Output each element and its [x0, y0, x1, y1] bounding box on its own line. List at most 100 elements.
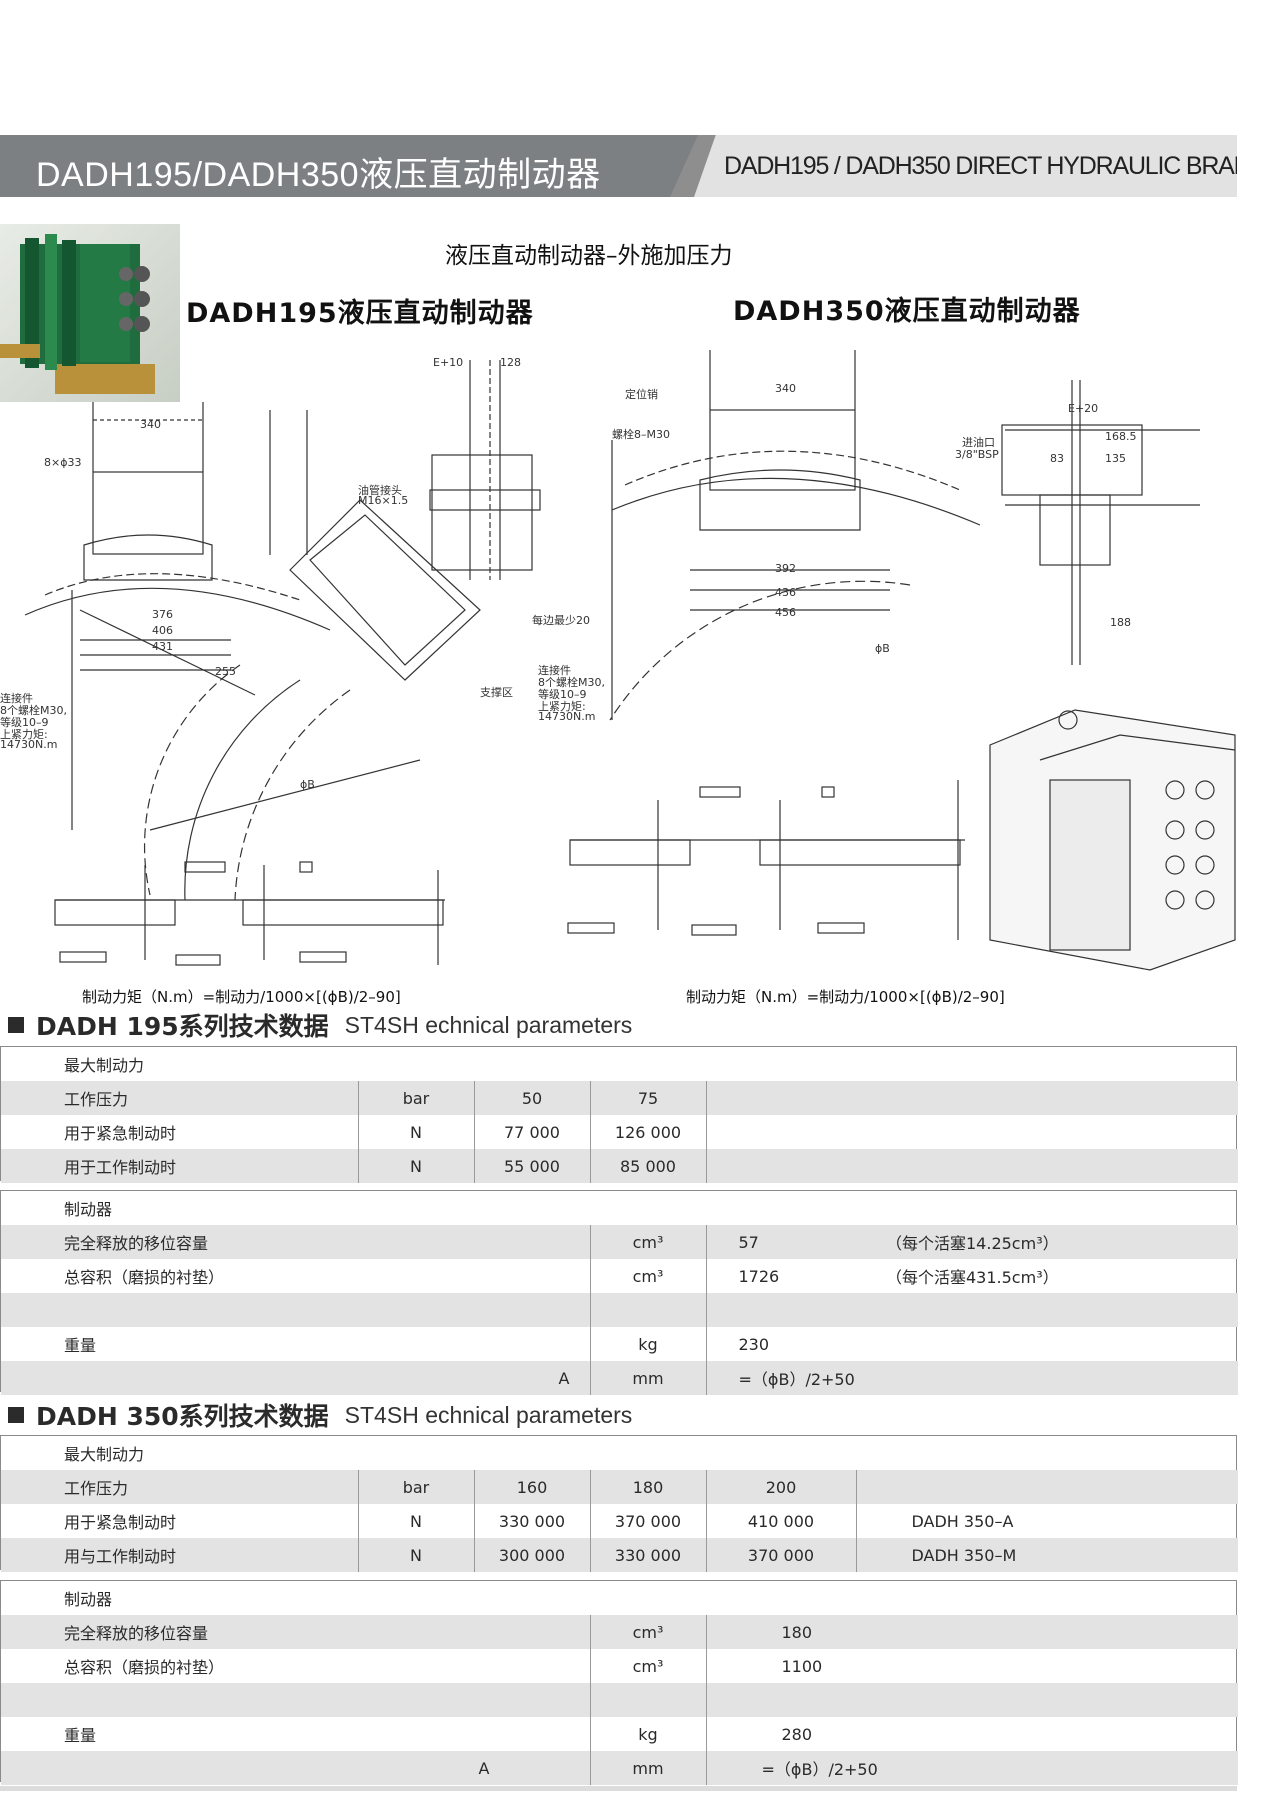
row-label: 完全释放的移位容量	[1, 1225, 591, 1259]
table-row: 用与工作制动时 N 300 000 330 000 370 000 DADH 3…	[1, 1538, 1238, 1572]
page-title: DADH195/DADH350液压直动制动器	[36, 156, 601, 194]
table-row: 制动器	[1, 1191, 1238, 1225]
row-label	[1, 1683, 591, 1717]
dadh195-angled-view	[289, 499, 481, 681]
section-title-cn: DADH 350系列技术数据	[36, 1402, 329, 1431]
row-value: 370 000	[706, 1538, 857, 1572]
footer-divider	[0, 1786, 1237, 1791]
row-value: =（ϕB）/2+50	[706, 1361, 886, 1395]
table-row: 重量 kg 230	[1, 1327, 1238, 1361]
row-model: DADH 350–M	[856, 1538, 1238, 1572]
table-title: 最大制动力	[64, 1445, 145, 1464]
torque-formula-left: 制动力矩（N.m）=制动力/1000×[(ϕB)/2–90]	[82, 988, 401, 1006]
dadh195-force-table: 最大制动力 工作压力 bar 50 75 用于紧急制动时 N 77 000 12…	[1, 1047, 1238, 1183]
row-label: 用于紧急制动时	[1, 1115, 359, 1149]
table-row	[1, 1293, 1238, 1327]
section-title-en: ST4SH echnical parameters	[344, 1011, 633, 1038]
row-label: 工作压力	[1, 1470, 359, 1504]
row-label: 用与工作制动时	[1, 1538, 359, 1572]
section-title-cn: DADH 195系列技术数据	[36, 1012, 329, 1041]
table-row: 用于紧急制动时 N 77 000 126 000	[1, 1115, 1238, 1149]
row-label: A	[1, 1751, 591, 1785]
dadh350-section-heading: DADH 350系列技术数据 ST4SH echnical parameters	[8, 1398, 632, 1432]
row-empty	[706, 1149, 1238, 1183]
row-label: 完全释放的移位容量	[1, 1615, 591, 1649]
table-row: 最大制动力	[1, 1047, 1238, 1081]
dadh195-front-view	[24, 402, 421, 901]
row-value: 410 000	[706, 1504, 857, 1538]
dadh350-brake-table: 制动器 完全释放的移位容量 cm³ 180 总容积（磨损的衬垫） cm³ 110…	[1, 1581, 1238, 1785]
dadh350-detail-view	[567, 780, 965, 940]
row-value: 55 000	[474, 1149, 591, 1183]
page-subtitle: DADH195 / DADH350 DIRECT HYDRAULIC BRAKE	[724, 152, 1265, 180]
dadh195-section-heading: DADH 195系列技术数据 ST4SH echnical parameters	[8, 1008, 632, 1042]
row-value: 160	[474, 1470, 591, 1504]
row-unit: cm³	[590, 1259, 707, 1293]
dadh195-force-table-box: 最大制动力 工作压力 bar 50 75 用于紧急制动时 N 77 000 12…	[0, 1046, 1238, 1183]
right-caption: DADH350液压直动制动器	[733, 296, 1081, 327]
table-title: 制动器	[64, 1590, 113, 1609]
dadh350-brake-table-box: 制动器 完全释放的移位容量 cm³ 180 总容积（磨损的衬垫） cm³ 110…	[0, 1580, 1238, 1785]
row-unit: N	[358, 1115, 475, 1149]
row-value: 200	[706, 1470, 857, 1504]
row-value: 57	[706, 1225, 886, 1259]
row-value: 180	[706, 1615, 1238, 1649]
row-unit: cm³	[590, 1649, 707, 1683]
row-value: 330 000	[590, 1538, 707, 1572]
row-value: 126 000	[590, 1115, 707, 1149]
title-panel: DADH195/DADH350液压直动制动器	[0, 135, 698, 197]
dadh350-force-table-box: 最大制动力 工作压力 bar 160 180 200 用于紧急制动时 N 330…	[0, 1435, 1238, 1572]
row-value: 330 000	[474, 1504, 591, 1538]
table-row: 用于紧急制动时 N 330 000 370 000 410 000 DADH 3…	[1, 1504, 1238, 1538]
row-value	[706, 1683, 1238, 1717]
row-unit: bar	[358, 1081, 475, 1115]
row-unit: bar	[358, 1470, 475, 1504]
row-label: 工作压力	[1, 1081, 359, 1115]
dadh350-front-view	[609, 350, 981, 721]
table-row: 工作压力 bar 160 180 200	[1, 1470, 1238, 1504]
table-title: 制动器	[64, 1200, 113, 1219]
row-unit: kg	[590, 1327, 707, 1361]
row-unit: N	[358, 1538, 475, 1572]
row-empty	[706, 1081, 1238, 1115]
row-unit: kg	[590, 1717, 707, 1751]
dadh195-brake-table-box: 制动器 完全释放的移位容量 cm³ 57 （每个活塞14.25cm³） 总容积（…	[0, 1190, 1238, 1395]
row-value: 180	[590, 1470, 707, 1504]
dadh350-3d-render	[989, 709, 1236, 971]
table-row: 总容积（磨损的衬垫） cm³ 1100	[1, 1649, 1238, 1683]
row-unit: N	[358, 1504, 475, 1538]
main-caption: 液压直动制动器–外施加压力	[445, 243, 733, 269]
row-value: 50	[474, 1081, 591, 1115]
dadh350-force-table: 最大制动力 工作压力 bar 160 180 200 用于紧急制动时 N 330…	[1, 1436, 1238, 1572]
row-note	[886, 1327, 1238, 1361]
row-note	[886, 1293, 1238, 1327]
row-label: 用于紧急制动时	[1, 1504, 359, 1538]
torque-formula-right: 制动力矩（N.m）=制动力/1000×[(ϕB)/2–90]	[686, 988, 1005, 1006]
row-value: 77 000	[474, 1115, 591, 1149]
row-empty	[706, 1115, 1238, 1149]
table-row: 完全释放的移位容量 cm³ 180	[1, 1615, 1238, 1649]
table-row: A mm =（ϕB）/2+50	[1, 1751, 1238, 1785]
row-unit: N	[358, 1149, 475, 1183]
row-note: （每个活塞431.5cm³）	[886, 1268, 1059, 1287]
row-model: DADH 350–A	[911, 1511, 1014, 1531]
section-title-en: ST4SH echnical parameters	[344, 1401, 633, 1428]
row-value: 1100	[781, 1656, 823, 1676]
row-value: 1726	[738, 1266, 780, 1286]
row-value: 75	[590, 1081, 707, 1115]
row-value	[706, 1293, 886, 1327]
brake-photo-illustration	[0, 234, 155, 394]
dadh350-side-view	[1001, 380, 1200, 665]
bullet-square-icon	[8, 1407, 24, 1423]
table-title: 最大制动力	[64, 1056, 145, 1075]
dadh195-detail-view	[54, 861, 445, 966]
subtitle-panel: DADH195 / DADH350 DIRECT HYDRAULIC BRAKE	[694, 135, 1237, 197]
row-label: 重量	[1, 1327, 591, 1361]
row-value: 280	[781, 1724, 813, 1744]
row-label: 用于工作制动时	[1, 1149, 359, 1183]
row-label	[1, 1293, 591, 1327]
row-model	[856, 1470, 1238, 1504]
bullet-square-icon	[8, 1017, 24, 1033]
row-unit	[590, 1293, 707, 1327]
row-value: 230	[738, 1334, 770, 1354]
